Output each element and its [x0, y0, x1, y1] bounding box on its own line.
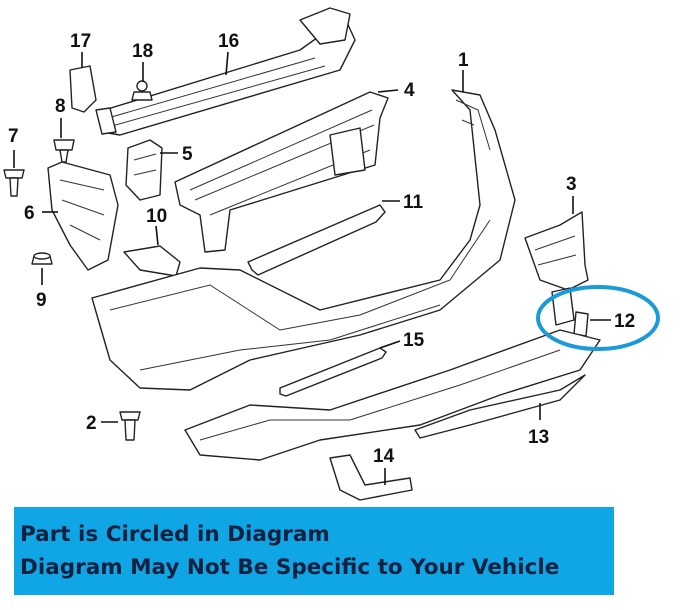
part-5-bracket [125, 139, 163, 201]
part-8-fastener [53, 139, 75, 163]
part-3-side-bracket [524, 211, 589, 291]
part-14-lower-bracket [329, 454, 413, 501]
callout-5: 5 [182, 144, 193, 165]
part-9-nut [31, 252, 53, 265]
callout-11: 11 [403, 192, 424, 213]
callout-13: 13 [528, 427, 549, 448]
callout-7: 7 [8, 126, 19, 147]
notice-banner: Part is Circled in Diagram Diagram May N… [14, 507, 614, 595]
callout-12: 12 [614, 311, 635, 332]
part-15-trim-strip [279, 347, 387, 397]
part-16-reinforcement-bar [95, 7, 356, 136]
callout-1: 1 [458, 50, 469, 71]
part-6-side-bracket [47, 161, 119, 271]
part-17-cover [69, 65, 97, 113]
part-18-clip [131, 80, 153, 101]
callout-6: 6 [24, 203, 35, 224]
part-10-reflector [123, 245, 181, 277]
callout-2: 2 [86, 413, 97, 434]
callout-4: 4 [404, 80, 415, 101]
callout-8: 8 [55, 96, 66, 117]
notice-line-disclaimer: Diagram May Not Be Specific to Your Vehi… [20, 555, 560, 580]
part-13-lower-valance [184, 329, 601, 461]
leader-lines [13, 51, 611, 485]
part-4-bumper-carrier [174, 91, 389, 253]
callout-17: 17 [70, 31, 91, 52]
part-7-bolt [3, 169, 25, 197]
part-1-bumper-cover [91, 89, 516, 391]
callout-10: 10 [146, 206, 167, 227]
callout-16: 16 [218, 31, 239, 52]
callout-15: 15 [403, 330, 425, 351]
notice-line-circled: Part is Circled in Diagram [20, 522, 330, 547]
part-11-trim [247, 204, 386, 276]
callout-numbers: 1 2 3 4 5 6 7 8 9 10 11 12 13 14 15 16 1… [8, 31, 635, 467]
highlight-circle [536, 285, 660, 351]
callout-9: 9 [36, 290, 47, 311]
callout-18: 18 [132, 41, 153, 62]
callout-14: 14 [373, 446, 395, 467]
callout-3: 3 [566, 174, 577, 195]
part-2-push-pin [119, 411, 141, 441]
